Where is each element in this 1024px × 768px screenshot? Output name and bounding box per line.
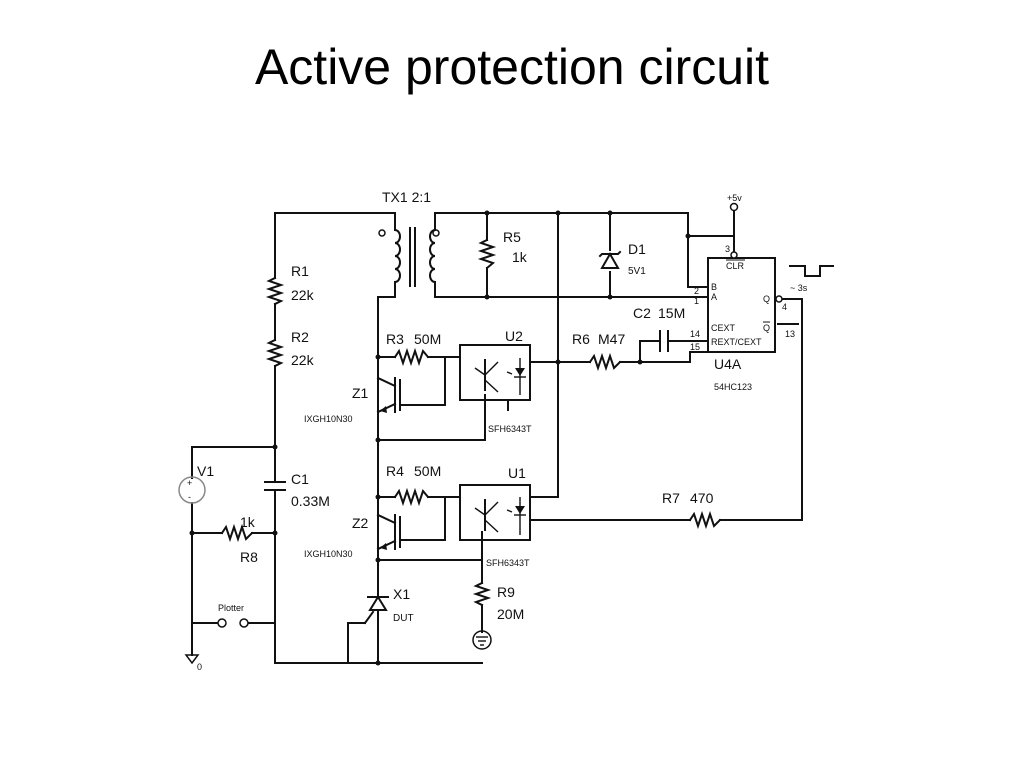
ic-pin-a: A — [711, 292, 717, 302]
label-x1-val: DUT — [393, 613, 414, 624]
resistor-r9 — [472, 581, 492, 607]
optocoupler-u1 — [459, 484, 531, 541]
label-x1-ref: X1 — [393, 586, 410, 602]
label-d1-val: 5V1 — [628, 266, 646, 277]
resistor-r4 — [393, 487, 430, 507]
label-z2-part: IXGH10N30 — [304, 549, 353, 559]
label-d1-ref: D1 — [628, 241, 646, 257]
ground-icon — [184, 654, 200, 665]
label-r4-val: 50M — [414, 463, 441, 479]
ground-icon-r9 — [472, 630, 492, 650]
label-r7-val: 470 — [690, 490, 714, 506]
label-c2-ref: C2 — [633, 305, 651, 321]
label-c2-val: 15M — [658, 305, 685, 321]
label-r9-ref: R9 — [497, 584, 515, 600]
junction-dots — [189, 210, 691, 666]
ic-pin-b: B — [711, 282, 717, 292]
resistor-r7 — [688, 510, 722, 530]
label-pulse: ~ 3s — [790, 283, 808, 293]
ic-pin-rext: REXT/CEXT — [711, 337, 762, 347]
transformer-tx1 — [378, 227, 440, 287]
label-r2-val: 22k — [291, 352, 315, 368]
label-u2-ref: U2 — [505, 328, 523, 344]
label-z2-ref: Z2 — [352, 515, 369, 531]
ic-pin-num-2: 2 — [694, 286, 699, 296]
vcc-terminal — [729, 202, 739, 212]
resistor-r3 — [393, 347, 430, 367]
ic-u4a — [707, 251, 783, 353]
slide-title: Active protection circuit — [254, 39, 770, 95]
label-u1-part: SFH6343T — [486, 558, 530, 568]
label-r8-ref: R8 — [240, 549, 258, 565]
label-c1-val: 0.33M — [291, 493, 330, 509]
label-ground: 0 — [197, 662, 202, 672]
thyristor-x1 — [363, 595, 389, 625]
label-v1-ref: V1 — [197, 463, 214, 479]
label-z1-part: IXGH10N30 — [304, 414, 353, 424]
ic-pin-num-15: 15 — [690, 342, 700, 352]
capacitor-c1 — [264, 481, 286, 497]
optocoupler-u2 — [459, 344, 531, 401]
pulse-waveform-icon — [789, 265, 834, 277]
ic-pin-num-14: 14 — [690, 329, 700, 339]
label-r6-ref: R6 — [572, 331, 590, 347]
resistor-r6 — [588, 352, 622, 372]
ic-pin-q: Q — [763, 294, 770, 304]
ic-pin-num-13: 13 — [785, 329, 795, 339]
label-u2-part: SFH6343T — [488, 424, 532, 434]
label-r6-val: M47 — [598, 331, 625, 347]
zener-diode-d1 — [598, 250, 622, 269]
igbt-z2 — [376, 513, 401, 551]
resistor-r8 — [220, 523, 254, 543]
voltage-source-v1: + - — [178, 476, 206, 504]
label-r1-val: 22k — [291, 287, 315, 303]
label-r1-ref: R1 — [291, 263, 309, 279]
label-r5-ref: R5 — [503, 229, 521, 245]
ic-pin-num-3: 3 — [725, 244, 730, 254]
label-plotter: Plotter — [218, 603, 244, 613]
label-u1-ref: U1 — [508, 465, 526, 481]
label-c1-ref: C1 — [291, 471, 309, 487]
capacitor-c2 — [659, 330, 669, 352]
label-r7-ref: R7 — [662, 490, 680, 506]
label-r5-val: 1k — [512, 249, 528, 265]
resistor-r2 — [265, 338, 285, 368]
ic-pin-num-1: 1 — [694, 296, 699, 306]
svg-text:-: - — [188, 492, 191, 502]
resistor-r5 — [477, 238, 497, 270]
label-r3-ref: R3 — [386, 331, 404, 347]
label-tx1: TX1 2:1 — [382, 189, 431, 205]
igbt-z1 — [376, 376, 401, 414]
label-r8-val: 1k — [240, 514, 256, 530]
svg-text:+: + — [187, 478, 192, 488]
label-z1-ref: Z1 — [352, 385, 369, 401]
ic-pin-cext: CEXT — [711, 323, 736, 333]
plotter-terminals — [217, 618, 249, 628]
ic-pin-qbar: Q — [763, 323, 770, 333]
ic-pin-clr: CLR — [726, 261, 745, 271]
label-r4-ref: R4 — [386, 463, 404, 479]
label-u4a-part: 54HC123 — [714, 382, 752, 392]
resistor-r1 — [265, 276, 285, 306]
label-r2-ref: R2 — [291, 329, 309, 345]
ic-pin-num-4: 4 — [782, 302, 787, 312]
label-vcc: +5v — [727, 193, 742, 203]
label-r3-val: 50M — [414, 331, 441, 347]
label-u4a-ref: U4A — [714, 356, 742, 372]
label-r9-val: 20M — [497, 606, 524, 622]
